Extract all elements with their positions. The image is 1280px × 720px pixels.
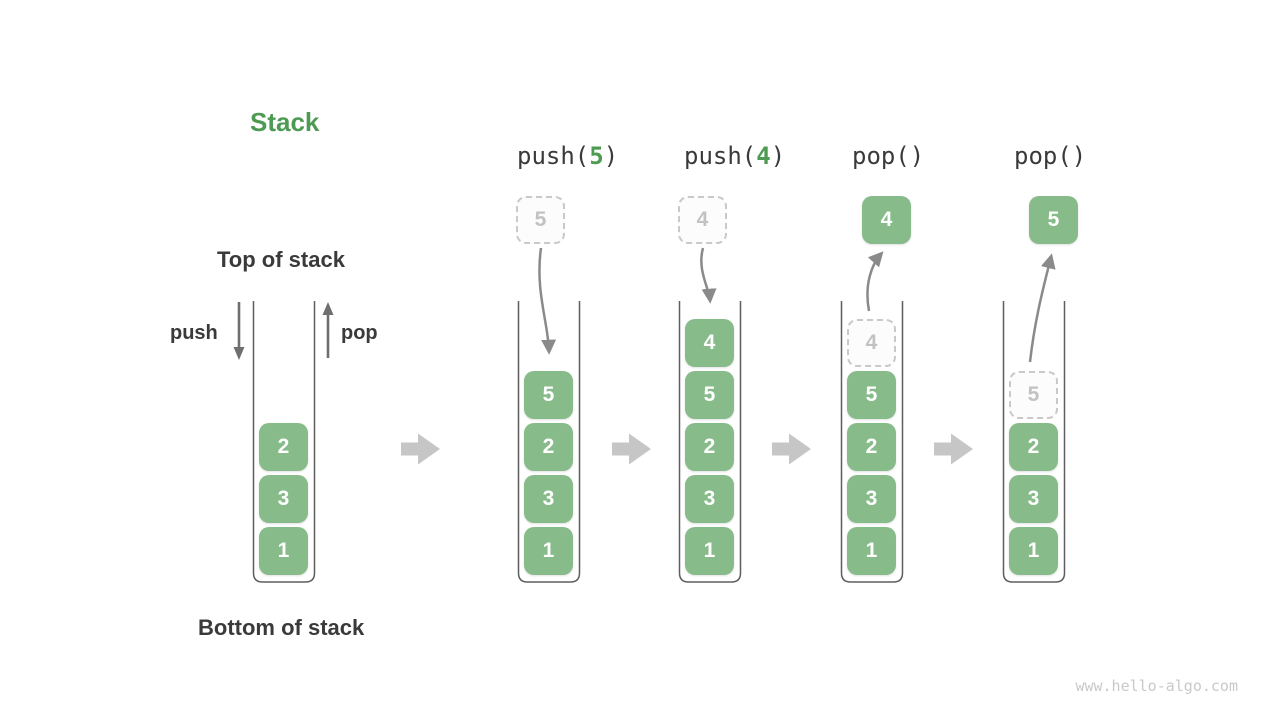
- push4-curve-arrow: [700, 247, 717, 304]
- stack-item: 1: [524, 527, 573, 575]
- flow-arrow-1: [401, 433, 440, 465]
- flow-arrow-2: [612, 433, 651, 465]
- stack-initial: 2 3 1: [253, 301, 314, 582]
- op-text: pop(): [1014, 142, 1087, 170]
- pop-label: pop: [341, 322, 378, 344]
- stack-item: 2: [685, 423, 734, 471]
- bottom-of-stack-label: Bottom of stack: [198, 615, 365, 640]
- op-arg: 4: [756, 142, 771, 170]
- op-label-pop2: pop(): [1014, 142, 1086, 170]
- ghost-item: 4: [847, 319, 896, 367]
- stack-item: 2: [259, 423, 308, 471]
- stack-item: 3: [847, 475, 896, 523]
- incoming-value-box-4: 4: [678, 196, 727, 244]
- op-text: pop(): [852, 142, 925, 170]
- stack-item: 5: [685, 371, 734, 419]
- stack-item: 3: [259, 475, 308, 523]
- stack-item: 2: [1009, 423, 1058, 471]
- op-text: ): [770, 142, 786, 170]
- op-text: push(: [684, 142, 757, 170]
- op-text: push(: [517, 142, 590, 170]
- stack-item: 1: [1009, 527, 1058, 575]
- push-label: push: [170, 322, 218, 344]
- op-arg: 5: [589, 142, 604, 170]
- op-label-push5: push(5): [517, 142, 618, 170]
- stack-after-pop2: 5 2 3 1: [1003, 301, 1064, 582]
- op-label-pop1: pop(): [852, 142, 924, 170]
- stack-item: 3: [1009, 475, 1058, 523]
- stack-item: 1: [259, 527, 308, 575]
- stack-item: 5: [524, 371, 573, 419]
- stack-after-push5: 5 2 3 1: [518, 301, 579, 582]
- stack-after-push4: 4 5 2 3 1: [679, 301, 740, 582]
- pop-direction-arrow: [322, 302, 334, 358]
- top-of-stack-label: Top of stack: [217, 247, 345, 272]
- stack-item: 3: [524, 475, 573, 523]
- push-direction-arrow: [233, 302, 245, 360]
- stack-after-pop1: 4 5 2 3 1: [841, 301, 902, 582]
- stack-item: 1: [685, 527, 734, 575]
- flow-arrow-3: [772, 433, 811, 465]
- watermark: www.hello-algo.com: [1075, 677, 1238, 695]
- stack-item: 4: [685, 319, 734, 367]
- popped-value-box-4: 4: [862, 196, 911, 244]
- op-text: ): [603, 142, 619, 170]
- stack-item: 1: [847, 527, 896, 575]
- op-label-push4: push(4): [684, 142, 785, 170]
- stack-item: 2: [847, 423, 896, 471]
- incoming-value-box-5: 5: [516, 196, 565, 244]
- stack-item: 2: [524, 423, 573, 471]
- ghost-item: 5: [1009, 371, 1058, 419]
- diagram-title: Stack: [250, 107, 320, 137]
- popped-value-box-5: 5: [1029, 196, 1078, 244]
- flow-arrow-4: [934, 433, 973, 465]
- stack-item: 5: [847, 371, 896, 419]
- stack-item: 3: [685, 475, 734, 523]
